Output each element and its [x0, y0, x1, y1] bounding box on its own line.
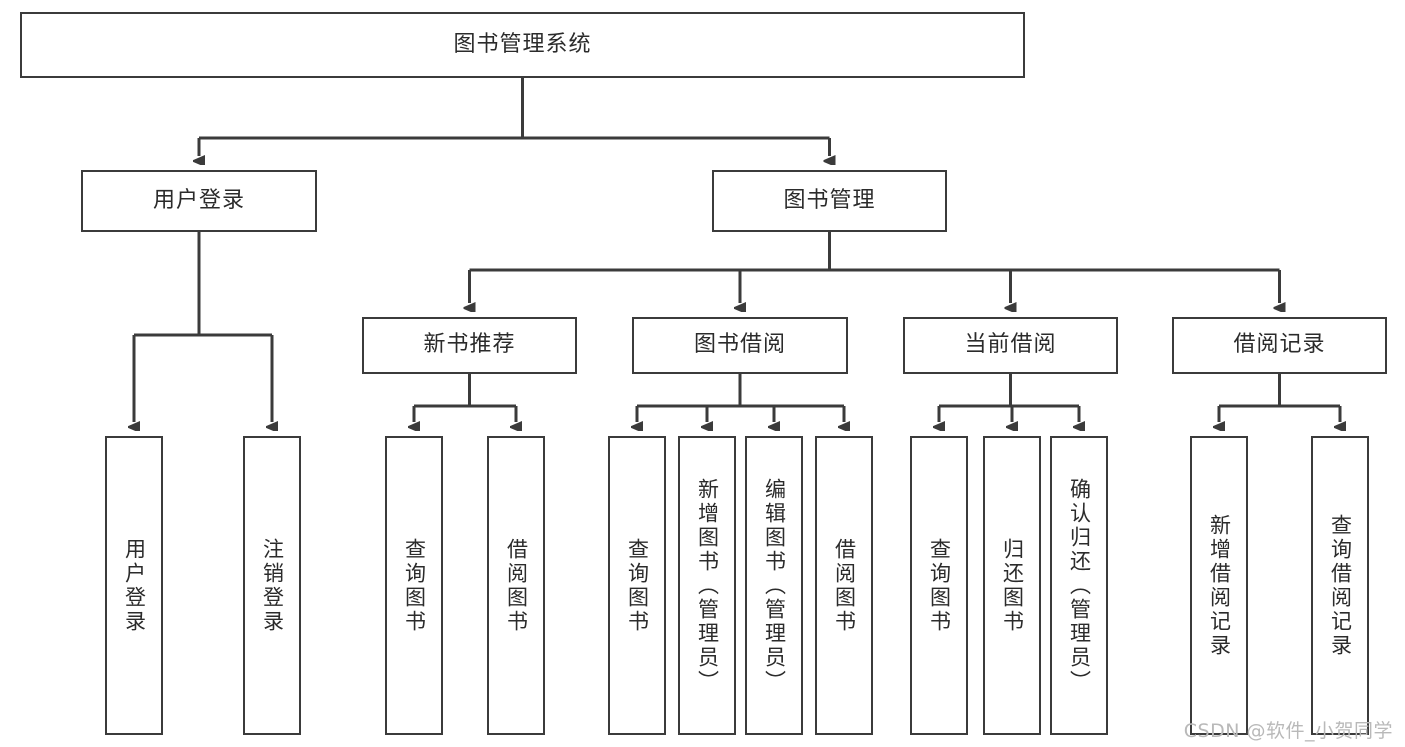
node-label: 新增借阅记录 [1207, 513, 1232, 658]
node-leaf-edit-book[interactable]: 编辑图书（管理员） [745, 436, 803, 735]
node-leaf-user-logout[interactable]: 注销登录 [243, 436, 301, 735]
node-leaf-confirm-return[interactable]: 确认归还（管理员） [1050, 436, 1108, 735]
node-leaf-borrow-book-1[interactable]: 借阅图书 [487, 436, 545, 735]
node-label: 新增图书（管理员） [695, 477, 720, 694]
node-borrow-record[interactable]: 借阅记录 [1172, 317, 1387, 374]
node-label: 查询图书 [625, 537, 650, 634]
node-user-login[interactable]: 用户登录 [81, 170, 317, 232]
node-book-manage[interactable]: 图书管理 [712, 170, 947, 232]
node-label: 查询图书 [402, 537, 427, 634]
node-label: 新书推荐 [423, 332, 516, 358]
node-leaf-query-book-2[interactable]: 查询图书 [608, 436, 666, 735]
node-label: 当前借阅 [964, 332, 1057, 358]
node-label: 归还图书 [1000, 537, 1025, 634]
node-root[interactable]: 图书管理系统 [20, 12, 1025, 78]
node-current-borrow[interactable]: 当前借阅 [903, 317, 1118, 374]
node-label: 借阅图书 [832, 537, 857, 634]
node-leaf-add-record[interactable]: 新增借阅记录 [1190, 436, 1248, 735]
node-leaf-query-record[interactable]: 查询借阅记录 [1311, 436, 1369, 735]
node-label: 借阅图书 [504, 537, 529, 634]
node-label: 注销登录 [260, 537, 285, 634]
node-leaf-borrow-book-2[interactable]: 借阅图书 [815, 436, 873, 735]
node-leaf-add-book[interactable]: 新增图书（管理员） [678, 436, 736, 735]
node-leaf-query-book-3[interactable]: 查询图书 [910, 436, 968, 735]
node-new-book-recommend[interactable]: 新书推荐 [362, 317, 577, 374]
node-label: 查询借阅记录 [1328, 513, 1353, 658]
node-label: 图书借阅 [693, 332, 786, 358]
csdn-watermark: CSDN @软件_小贺同学 [1183, 720, 1393, 742]
node-label: 用户登录 [152, 187, 245, 213]
node-label: 借阅记录 [1233, 332, 1326, 358]
node-leaf-user-login[interactable]: 用户登录 [105, 436, 163, 735]
node-leaf-query-book-1[interactable]: 查询图书 [385, 436, 443, 735]
node-label: 编辑图书（管理员） [762, 477, 787, 694]
node-label: 图书管理系统 [453, 31, 592, 57]
node-label: 确认归还（管理员） [1067, 477, 1092, 694]
node-book-borrow[interactable]: 图书借阅 [632, 317, 848, 374]
node-label: 用户登录 [122, 537, 147, 634]
node-leaf-return-book[interactable]: 归还图书 [983, 436, 1041, 735]
node-label: 图书管理 [783, 187, 876, 213]
node-label: 查询图书 [927, 537, 952, 634]
